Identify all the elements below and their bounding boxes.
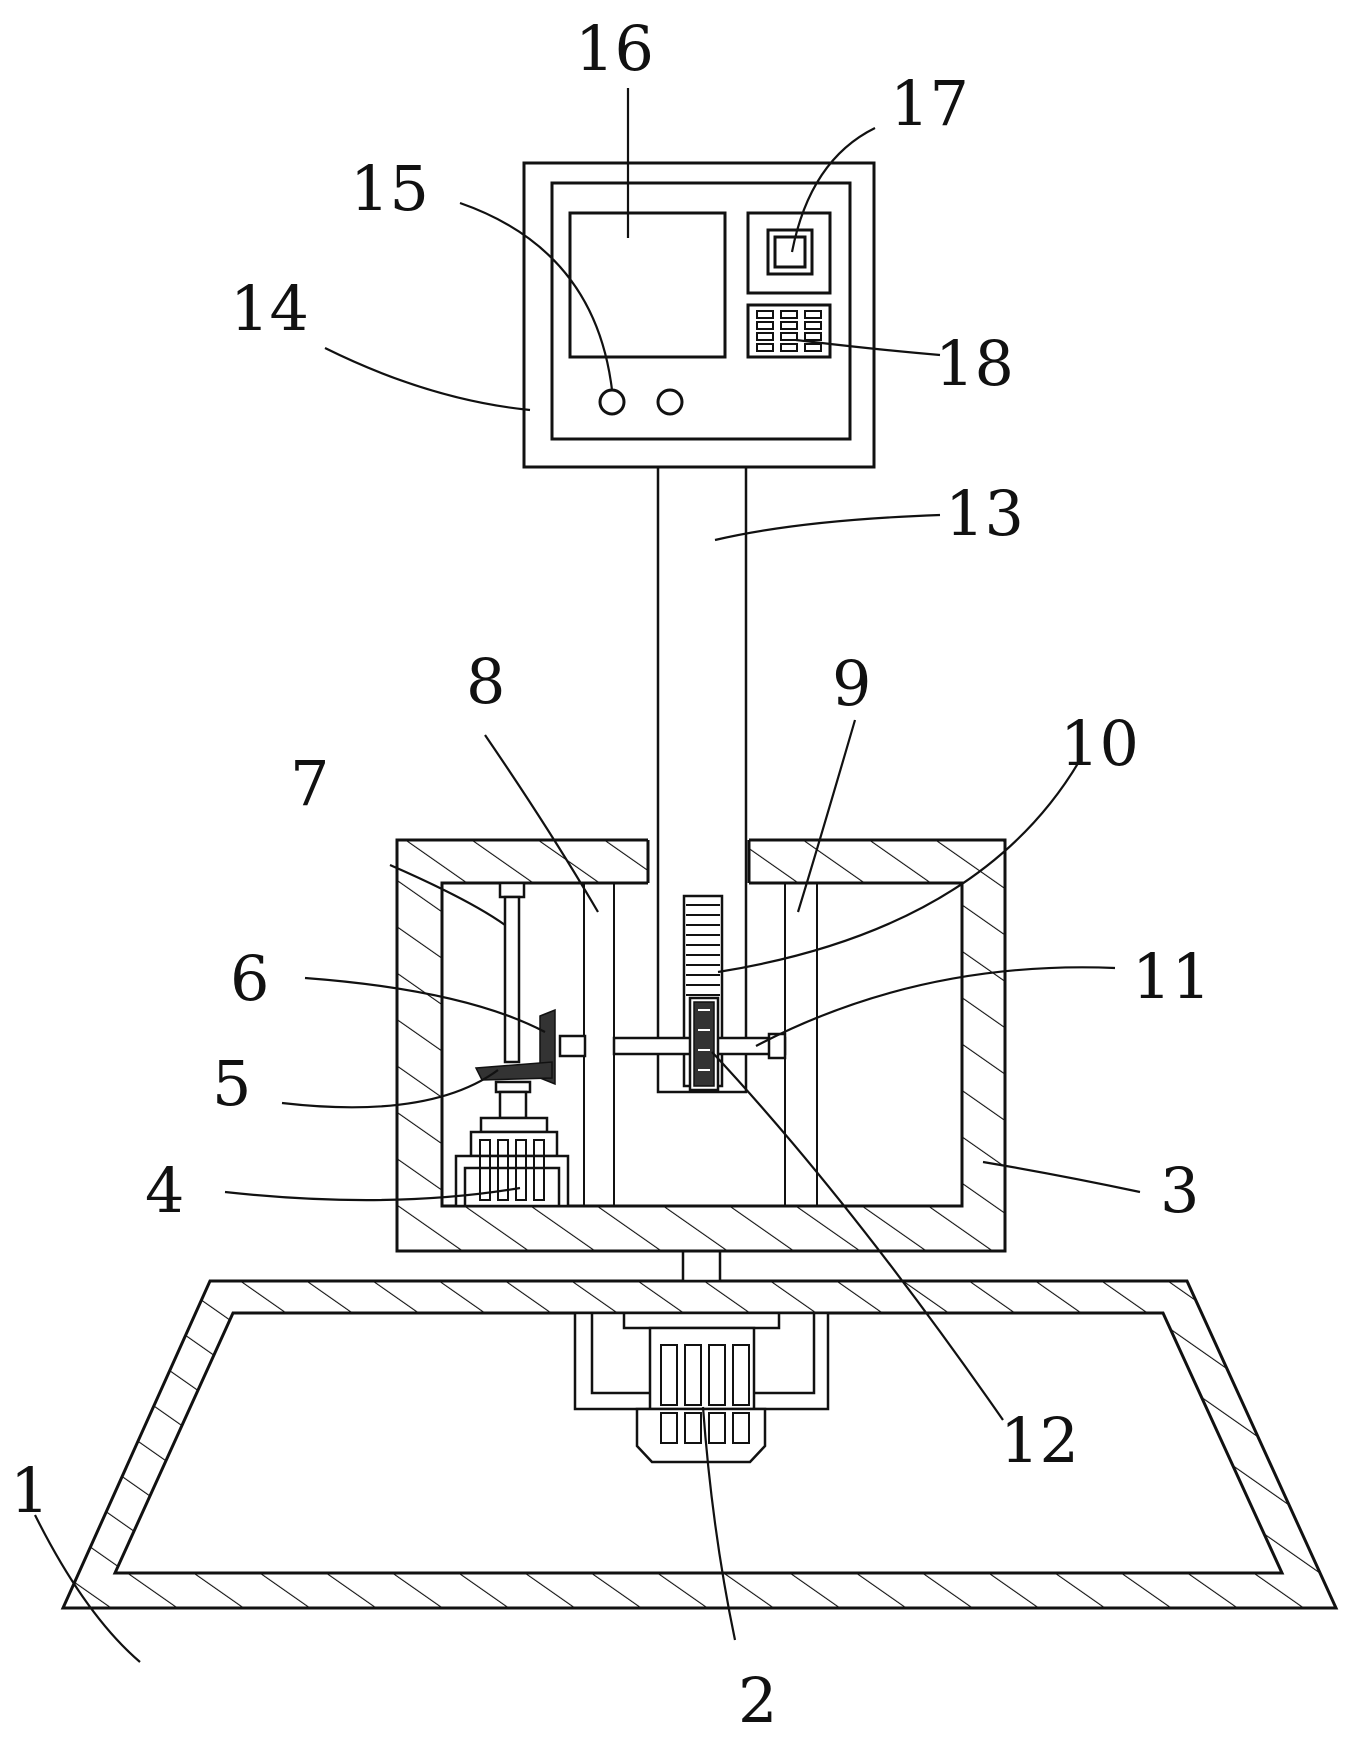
- label-6: 6: [230, 942, 269, 1015]
- base-frame: [60, 1279, 1339, 1610]
- small-motor: [454, 1080, 570, 1208]
- label-10: 10: [1060, 707, 1139, 780]
- label-3: 3: [1160, 1154, 1199, 1227]
- label-2: 2: [738, 1664, 777, 1737]
- connecting-shaft: [681, 1249, 722, 1283]
- leader-lines: [34, 88, 1141, 1663]
- label-14: 14: [230, 272, 309, 345]
- control-buttons: [598, 388, 684, 416]
- control-box: [522, 161, 876, 469]
- display-screen: [568, 211, 727, 359]
- label-5: 5: [212, 1047, 251, 1120]
- label-1: 1: [10, 1454, 49, 1527]
- motor: [573, 1311, 830, 1464]
- label-16: 16: [575, 12, 654, 85]
- label-7: 7: [290, 747, 329, 820]
- label-9: 9: [832, 647, 871, 720]
- label-13: 13: [945, 477, 1024, 550]
- label-11: 11: [1132, 940, 1211, 1013]
- label-17: 17: [890, 67, 969, 140]
- reference-labels: 1 2 3 4 5 6 7 8 9 10 11 12 13 14 15 16 1…: [10, 12, 1211, 1737]
- label-15: 15: [350, 152, 429, 225]
- card-reader: [746, 211, 832, 295]
- pinion-gear: [688, 996, 720, 1092]
- label-12: 12: [1000, 1404, 1079, 1477]
- label-4: 4: [145, 1154, 184, 1227]
- keypad: [746, 303, 832, 359]
- bevel-gear-horizontal: [474, 1061, 553, 1081]
- label-18: 18: [935, 327, 1014, 400]
- horizontal-shaft: [558, 1032, 787, 1060]
- vertical-shaft: [498, 881, 526, 1064]
- label-8: 8: [466, 645, 505, 718]
